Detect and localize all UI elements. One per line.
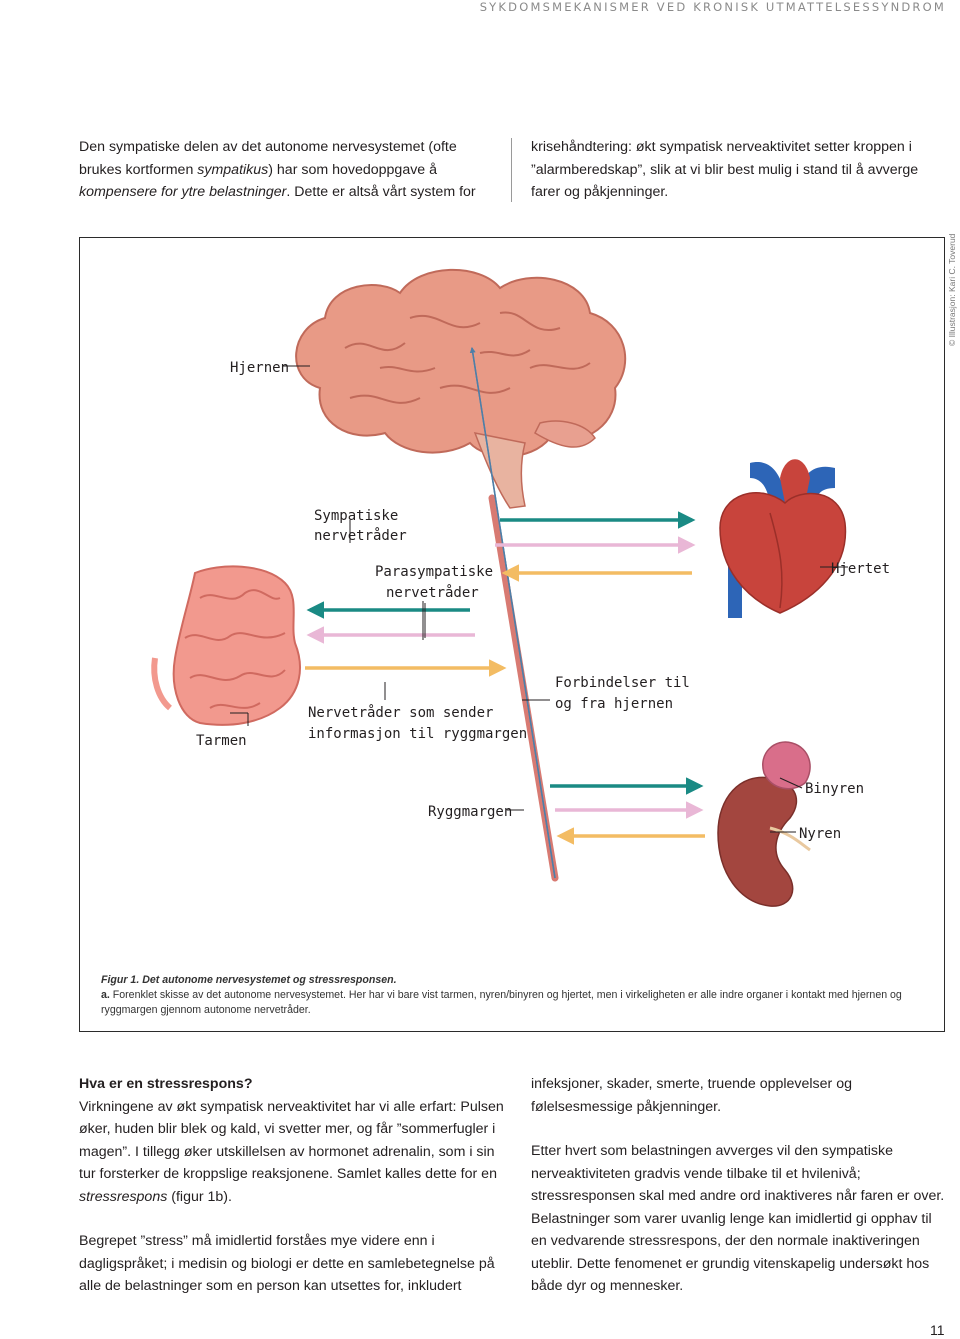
- intro-text-run: Den sympatiske delen av det autonome ner…: [79, 139, 457, 178]
- label-afferent-1: Nervetråder som sender: [308, 704, 493, 721]
- column-divider: [511, 138, 512, 202]
- label-intestine: Tarmen: [196, 733, 247, 749]
- body-right-column: infeksjoner, skader, smerte, truende opp…: [531, 1073, 951, 1320]
- caption-text: Forenklet skisse av det autonome nervesy…: [101, 989, 902, 1016]
- intro-text-run: ) har som hovedoppgave å: [268, 161, 438, 178]
- heart-icon: [719, 459, 847, 618]
- illustration-credit: © Illustrasjon: Kari C. Toverud: [947, 233, 957, 346]
- intro-text-run: . Dette er altså vårt system for: [286, 184, 476, 200]
- text-run: Virkningene av økt sympatisk nerveaktivi…: [79, 1098, 504, 1183]
- label-afferent-2: informasjon til ryggmargen: [308, 726, 527, 742]
- label-spinal-cord: Ryggmargen: [428, 804, 512, 820]
- label-sympathetic-2: nervetråder: [314, 527, 407, 544]
- brain-connection-arrow: [469, 346, 556, 879]
- intro-right-text: krisehåndtering: økt sympatisk nerveakti…: [531, 139, 919, 200]
- section-heading: Hva er en stressrespons?: [79, 1076, 253, 1092]
- paragraph: Virkningene av økt sympatisk nerveaktivi…: [79, 1096, 504, 1209]
- italic-run: stressrespons: [79, 1188, 168, 1205]
- caption-title: Figur 1. Det autonome nervesystemet og s…: [101, 974, 397, 986]
- label-kidney: Nyren: [799, 826, 841, 842]
- figure-1: Hjernen Sympatiske nervetråder Parasympa…: [79, 237, 945, 1032]
- caption-body: a. Forenklet skisse av det autonome nerv…: [101, 988, 931, 1018]
- paragraph: Begrepet ”stress” må imidlertid forståes…: [79, 1233, 495, 1294]
- caption-part: a.: [101, 989, 110, 1001]
- label-parasympathetic-1: Parasympatiske: [375, 564, 493, 580]
- kidney-icon: [717, 776, 811, 907]
- label-connections-2: og fra hjernen: [555, 696, 673, 712]
- page-number: 11: [930, 1322, 945, 1338]
- paragraph: Etter hvert som belastningen avverges vi…: [531, 1143, 945, 1294]
- body-left-column: Hva er en stressrespons? Virkningene av …: [79, 1073, 504, 1320]
- figure-caption: Figur 1. Det autonome nervesystemet og s…: [101, 973, 931, 1018]
- brain-icon: [295, 268, 627, 509]
- label-parasympathetic-2: nervetråder: [386, 584, 479, 601]
- label-sympathetic-1: Sympatiske: [314, 508, 398, 524]
- intro-italic-run: sympatikus: [197, 161, 269, 178]
- intro-italic-run: kompensere for ytre belastninger: [79, 184, 287, 200]
- label-adrenal: Binyren: [805, 781, 864, 797]
- paragraph: infeksjoner, skader, smerte, truende opp…: [531, 1076, 852, 1115]
- label-brain: Hjernen: [230, 360, 289, 376]
- intestine-icon: [151, 565, 301, 726]
- label-connections-1: Forbindelser til: [555, 675, 690, 691]
- label-heart: Hjertet: [831, 561, 890, 577]
- running-header: SYKDOMSMEKANISMER VED KRONISK UTMATTELSE…: [479, 0, 946, 14]
- leader-lines: [230, 365, 848, 833]
- text-run: (figur 1b).: [167, 1188, 232, 1205]
- nervous-system-illustration: Hjernen Sympatiske nervetråder Parasympa…: [151, 268, 890, 907]
- intro-left-text: Den sympatiske delen av det autonome ner…: [79, 136, 494, 204]
- adrenal-icon: [762, 741, 811, 790]
